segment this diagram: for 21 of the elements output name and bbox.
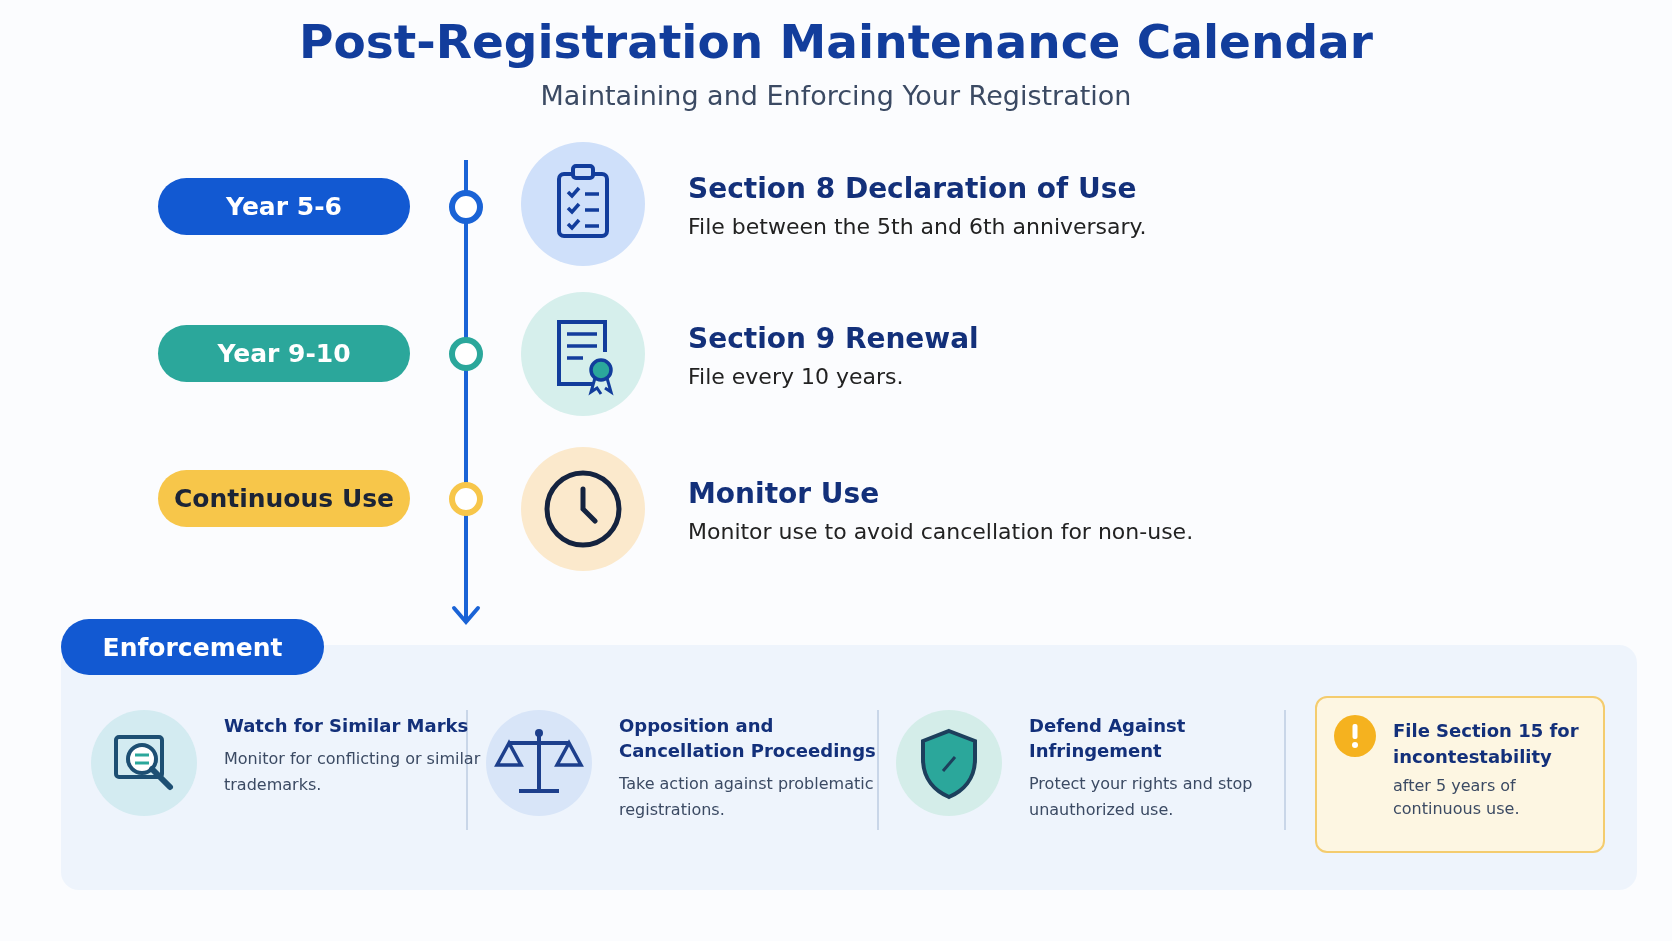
item-description: Take action against problematic registrations. — [619, 773, 875, 821]
item-heading: Defend Against Infringement — [1029, 714, 1187, 764]
item-description: Monitor for conflicting or similar trademarks. — [224, 748, 482, 796]
period-badge: Continuous Use — [158, 470, 410, 527]
item-heading: Section 8 Declaration of Use — [688, 172, 1138, 206]
note-text: after 5 years of continuous use. — [1393, 775, 1521, 821]
item-description: Protect your rights and stop unauthorized use. — [1029, 773, 1254, 821]
item-heading: Opposition and Cancellation Proceedings — [619, 714, 877, 764]
item-description: File every 10 years. — [688, 362, 905, 391]
title: Post-Registration Maintenance Calendar — [298, 14, 1374, 69]
period-badge: Year 9-10 — [158, 325, 410, 382]
item-heading: Watch for Similar Marks — [224, 714, 470, 738]
period-badge: Year 5-6 — [158, 178, 410, 235]
item-heading: Monitor Use — [688, 477, 881, 511]
section-tab: Enforcement — [61, 619, 324, 675]
item-heading: Section 9 Renewal — [688, 322, 980, 356]
item-description: File between the 5th and 6th anniversary. — [688, 212, 1148, 241]
note-card — [1315, 696, 1605, 853]
subtitle: Maintaining and Enforcing Your Registration — [539, 80, 1133, 111]
note-heading: File Section 15 for incontestability — [1393, 719, 1580, 770]
item-description: Monitor use to avoid cancellation for non-use. — [688, 517, 1195, 546]
